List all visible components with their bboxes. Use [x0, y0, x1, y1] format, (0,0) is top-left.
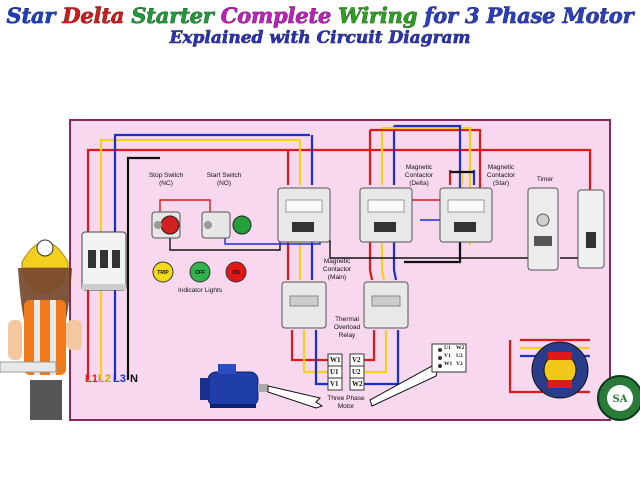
- box-terminal-v2: V2: [456, 361, 463, 367]
- phase-l1-label: L1: [85, 373, 98, 385]
- off-light: [189, 261, 211, 283]
- box-terminal-w1: W1: [444, 361, 453, 367]
- trip-light: [152, 261, 174, 283]
- timer-label: Timer: [536, 176, 554, 183]
- box-terminal-u1: U1: [444, 345, 451, 351]
- title-line-1-segment-3: Complete: [220, 3, 339, 29]
- terminal-w2: W2: [352, 380, 363, 388]
- power-wires: [86, 124, 592, 394]
- title-line-2-segment-0: Explained: [169, 28, 270, 49]
- contactor-star-label: Magnetic Contactor (Star): [486, 164, 516, 187]
- trip-indicator-label: TRIP: [157, 270, 169, 276]
- terminal-v1: V1: [330, 380, 339, 388]
- thermal-relay-label: Thermal Overload Relay: [333, 316, 361, 339]
- terminal-u2: U2: [352, 368, 361, 376]
- phase-l2-label: L2: [98, 373, 111, 385]
- title-line-1-segment-5: for 3 Phase Motor: [424, 3, 634, 29]
- on-indicator-label: ON: [232, 270, 240, 276]
- title-line-1-segment-0: Star: [6, 3, 63, 29]
- thermal-overload-relay-2: [363, 281, 409, 329]
- title-line-2-segment-1: with Circuit Diagram: [269, 28, 471, 49]
- stop-switch-label: Stop Switch (NC): [148, 172, 184, 187]
- contactor-delta: [359, 187, 413, 243]
- three-phase-motor-label: Three Phase Motor: [327, 395, 365, 410]
- off-indicator-label: OFF: [195, 270, 205, 276]
- indicator-lights: [152, 261, 247, 283]
- control-breaker: [577, 189, 605, 269]
- svg-text:SA: SA: [613, 394, 628, 405]
- timer-relay: [527, 187, 559, 271]
- start-switch-label: Start Switch (NO): [206, 172, 242, 187]
- neutral-label: N: [130, 373, 138, 385]
- terminal-u1: U1: [330, 368, 339, 376]
- terminal-v2: V2: [352, 356, 361, 364]
- motor-image: [200, 364, 268, 408]
- title-line-1-segment-2: Starter: [131, 3, 221, 29]
- contactor-main: [277, 187, 331, 243]
- start-switch-button: [201, 211, 252, 239]
- box-terminal-v1: V1: [444, 353, 451, 359]
- contactor-star: [439, 187, 493, 243]
- motor-terminal-block: [327, 353, 365, 391]
- engineer-character-image: [0, 239, 82, 420]
- contactor-main-label: Magnetic Contactor (Main): [322, 258, 352, 281]
- title-line-1-segment-4: Wiring: [338, 3, 425, 29]
- terminal-box-schematic: [431, 343, 467, 373]
- academy-logo: SA: [597, 375, 640, 421]
- on-light: [225, 261, 247, 283]
- stop-switch-button: [151, 211, 181, 239]
- thermal-overload-relay-1: [281, 281, 327, 329]
- title-line-2: Explained with Circuit Diagram: [0, 28, 640, 49]
- mcb-breaker: [81, 231, 127, 291]
- box-terminal-w2: W2: [456, 345, 465, 351]
- motor-winding-schematic: [531, 341, 589, 399]
- terminal-w1: W1: [330, 356, 341, 364]
- phase-l3-label: L3: [113, 373, 126, 385]
- box-terminal-u2: U2: [456, 353, 463, 359]
- indicator-lights-label: Indicator Lights: [177, 287, 223, 294]
- contactor-delta-label: Magnetic Contactor (Delta): [404, 164, 434, 187]
- title-line-1-segment-1: Delta: [62, 3, 132, 29]
- title-line-1: Star Delta Starter Complete Wiring for 3…: [0, 3, 640, 29]
